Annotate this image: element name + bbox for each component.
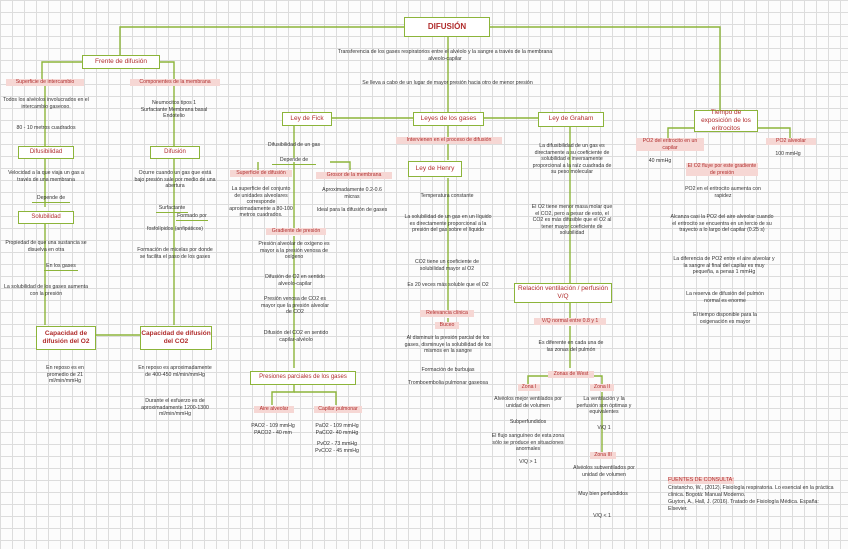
componentes-membrana-label: Componentes de la membrana bbox=[130, 79, 220, 86]
o2-gradiente-label: El O2 fluye por este gradiente de presió… bbox=[686, 163, 758, 176]
tiempo-disponible: El tiempo disponible para la oxigenación… bbox=[693, 312, 757, 325]
tiempo-alcanza: Alcanza casi la PO2 del aire alveolar cu… bbox=[670, 214, 774, 233]
zona-1-label: Zona I bbox=[518, 384, 540, 391]
componentes-text: Neumocitos tipos 1 Surfactante Membrana … bbox=[140, 100, 208, 119]
fick-difusibilidad-text: Difusibilidad de un gas bbox=[267, 142, 321, 148]
superficie-text: Todos los alvéolos involucrados en el in… bbox=[3, 97, 89, 110]
henry-disminuir-presion: Al disminuir la presión parcial de los g… bbox=[404, 335, 492, 354]
solubilidad-text: Propiedad de que una sustancia se disuel… bbox=[5, 240, 87, 253]
po2-alveolar-value: 100 mmHg bbox=[775, 151, 801, 157]
frente-difusion-node: Frente de difusión bbox=[82, 55, 160, 69]
po2-eritrocito-label: PO2 del eritrocito en un capilar bbox=[636, 138, 704, 151]
fuentes-ref-1: Cristancho, W., (2012). Fisiología respi… bbox=[668, 485, 834, 498]
buceo-label: Buceo bbox=[435, 322, 459, 329]
depende-de-link: Depende de bbox=[32, 195, 70, 203]
tiempo-diferencia: La diferencia de PO2 entre el aire alveo… bbox=[673, 256, 775, 275]
zona-1-subperfundidos: Subperfundidos bbox=[509, 419, 547, 425]
vq-normal-label: V/Q normal entre 0.8 y 1 bbox=[534, 318, 606, 325]
grosor-text: Aproximadamente 0.2-0.6 micras bbox=[322, 187, 382, 200]
gradiente-text-3: Presión venosa de CO2 es mayor que la pr… bbox=[260, 296, 330, 315]
gradiente-text-4: Difusión del CO2 en sentido capilar-alvé… bbox=[263, 330, 329, 343]
gradiente-text-2: Difusión de O2 en sentido alveolo-capila… bbox=[265, 274, 325, 287]
zona-1-flujo: El flujo sanguíneo de esta zona sólo se … bbox=[491, 433, 565, 452]
gradiente-text-1: Presión alveolar de oxígeno es mayor a l… bbox=[258, 241, 330, 260]
henry-co2-coeficiente: CO2 tiene un coeficiente de solubilidad … bbox=[414, 259, 480, 272]
difusibilidad-node: Difusibilidad bbox=[18, 146, 74, 159]
presiones-parciales-node: Presiones parciales de los gases bbox=[250, 371, 356, 385]
graham-o2-masa: El O2 tiene menor masa molar que el CO2,… bbox=[531, 204, 613, 236]
zona-3-subventilados: Alvéolos subventilados por unidad de vol… bbox=[573, 465, 635, 478]
capilar-values-venoso: PvO2 - 73 mmHg PvCO2 - 45 mmHg bbox=[315, 441, 359, 454]
superficie-metros: 80 - 10 metros cuadrados bbox=[16, 125, 76, 131]
relevancia-clinica-label: Relevancia clínica bbox=[420, 310, 474, 317]
grosor-membrana-label: Grosor de la membrana bbox=[316, 172, 392, 179]
ley-graham-node: Ley de Graham bbox=[538, 112, 604, 127]
po2-eritrocito-value: 40 mmHg bbox=[648, 158, 672, 164]
formado-por-link: Formado por bbox=[176, 213, 208, 221]
henry-20-veces: Es 20 veces más soluble que el O2 bbox=[407, 282, 489, 288]
aire-alveolar-label: Aire alveolar bbox=[254, 406, 294, 413]
graham-difusibilidad: La difusibilidad de un gas es directamen… bbox=[532, 143, 612, 175]
intro-pressure: Se lleva a cabo de un lugar de mayor pre… bbox=[362, 80, 533, 86]
fosfolipidos-text: fosfolípidos (anfipáticos) bbox=[147, 226, 203, 232]
solubilidad-node: Solubilidad bbox=[18, 211, 74, 224]
en-los-gases-link: En los gases bbox=[44, 263, 78, 271]
ley-fick-node: Ley de Fick bbox=[282, 112, 332, 126]
po2-alveolar-label: PO2 alveolar bbox=[766, 138, 816, 145]
fuentes-ref-2: Guyton, A., Hall, J. (2016). Tratado de … bbox=[668, 499, 819, 512]
difusion-text: Ocurre cuando un gas que está bajo presi… bbox=[134, 170, 216, 189]
gradiente-presion-label: Gradiente de presión bbox=[266, 228, 326, 235]
fick-depende-link: Depende de bbox=[272, 157, 316, 165]
relacion-vq-node: Relación ventilación / perfusión V/Q bbox=[514, 283, 612, 303]
capilar-values-arterial: PaO2 - 109 mmHg PaCO2- 40 mmHg bbox=[315, 423, 359, 436]
tiempo-reserva: La reserva de difusión del pulmón normal… bbox=[686, 291, 764, 304]
capilar-pulmonar-label: Capilar pulmonar bbox=[314, 406, 362, 413]
henry-burbujas: Formación de burbujas bbox=[421, 367, 475, 373]
intervienen-label: Intervienen en el proceso de difusión bbox=[396, 137, 502, 144]
surfactante-link: Surfactante bbox=[156, 205, 188, 213]
micelas-text: Formación de micelas por donde se facili… bbox=[137, 247, 213, 260]
zona-1-ventilados: Alvéolos mejor ventilados por unidad de … bbox=[494, 396, 562, 409]
superficie-difusion-label: Superficie de difusión bbox=[230, 170, 292, 177]
zonas-west-label: Zonas de West bbox=[548, 371, 594, 378]
root-node: DIFUSIÓN bbox=[404, 17, 490, 37]
ley-henry-node: Ley de Henry bbox=[408, 161, 462, 177]
capacidad-co2-text: En reposo es aproximadamente de 400-450 … bbox=[138, 365, 212, 378]
zona-3-label: Zona III bbox=[590, 452, 616, 459]
zona-3-perfundidos: Muy bien perfundidos bbox=[578, 491, 628, 497]
zona-3-vq: V/Q < 1 bbox=[593, 513, 611, 519]
intro-definition: Transferencia de los gases respiratorios… bbox=[337, 49, 553, 62]
capacidad-co2-esfuerzo: Durante el esfuerzo es de aproximadament… bbox=[141, 398, 209, 417]
henry-solubilidad: La solubilidad de un gas en un líquido e… bbox=[404, 214, 492, 233]
vq-zonas-text: Es diferente en cada una de las zonas de… bbox=[538, 340, 604, 353]
capacidad-co2-node: Capacidad de difusión del CO2 bbox=[140, 326, 212, 350]
difusibilidad-text: Velocidad a la que viaja un gas a través… bbox=[8, 170, 84, 183]
fuentes-title: FUENTES DE CONSULTA: bbox=[668, 477, 734, 484]
zona-2-vq: V/Q 1 bbox=[597, 425, 611, 431]
capacidad-o2-node: Capacidad de difusión del O2 bbox=[36, 326, 96, 350]
zona-1-vq: V/Q > 1 bbox=[519, 459, 537, 465]
zona-2-optimas: La ventilación y la perfusión son óptima… bbox=[576, 396, 632, 415]
henry-temperatura: Temperatura constante bbox=[420, 193, 474, 199]
aire-alveolar-values: PAO2 - 109 mmHg PACO2 - 40 mm bbox=[251, 423, 295, 436]
henry-tromboembolia: Tromboembolia pulmonar gaseosa bbox=[408, 380, 488, 386]
capacidad-o2-text: En reposo es en promedio de 21 ml/min/mm… bbox=[46, 365, 84, 384]
tiempo-exposicion-node: Tiempo de exposición de los eritrocitos bbox=[694, 109, 758, 132]
solubilidad-presion: La solubilidad de los gases aumenta con … bbox=[4, 284, 88, 297]
superficie-difusion-text: La superficie del conjunto de unidades a… bbox=[229, 186, 293, 218]
superficie-intercambio-label: Superficie de intercambio bbox=[6, 79, 84, 86]
difusion-node: Difusión bbox=[150, 146, 200, 159]
tiempo-aumenta: PO2 en el eritrocito aumenta con rapidez bbox=[685, 186, 761, 199]
zona-2-label: Zona II bbox=[590, 384, 614, 391]
grosor-ideal-text: Ideal para la difusión de gases bbox=[316, 207, 388, 213]
leyes-gases-node: Leyes de los gases bbox=[413, 112, 484, 126]
